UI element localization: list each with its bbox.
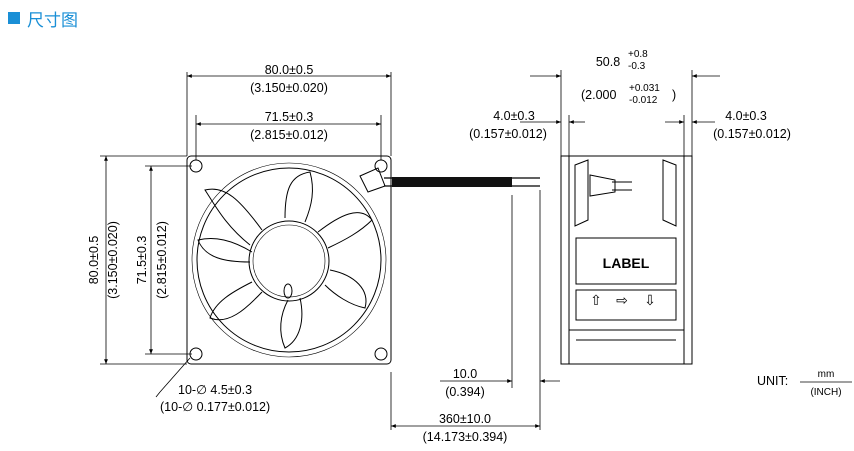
- wire-strip-in: (0.394): [445, 385, 485, 399]
- fan-venturi-circle: [196, 167, 382, 353]
- depth-in: (2.000: [581, 88, 616, 102]
- arrow-right-icon: ⇨: [616, 292, 628, 308]
- hole-size-mm: 10-∅ 4.5±0.3: [178, 383, 252, 397]
- arrow-up-icon: ⇧: [590, 292, 602, 308]
- fan-hub: [248, 220, 330, 302]
- fan-front-view: [186, 155, 392, 365]
- hole-pitch-mm: 71.5±0.3: [265, 110, 314, 124]
- side-label-text: LABEL: [603, 255, 650, 271]
- label-area: [575, 237, 677, 285]
- arrow-down-icon: ⇩: [644, 292, 656, 308]
- units-prefix: UNIT:: [757, 374, 788, 388]
- side-outline: [560, 155, 693, 365]
- lead-wires: [384, 177, 540, 187]
- flange-left-mm: 4.0±0.3: [493, 109, 535, 123]
- fan-venturi-outer: [191, 162, 387, 358]
- square-bullet-icon: [8, 12, 20, 24]
- section-title: 尺寸图: [27, 10, 78, 31]
- units-bottom: (INCH): [810, 387, 841, 398]
- depth-tol-plus-in: +0.031: [629, 83, 660, 94]
- depth-tol-plus-mm: +0.8: [628, 49, 648, 60]
- height-pitch-mm: 71.5±0.3: [135, 236, 149, 285]
- hole-size-in: (10-∅ 0.177±0.012): [160, 400, 270, 414]
- fan-blades: [197, 171, 373, 349]
- mount-hole-bottom-right: [374, 347, 388, 361]
- depth-tol-minus-mm: -0.3: [628, 61, 646, 72]
- flange-left-in: (0.157±0.012): [469, 127, 547, 141]
- depth-tol-minus-in: -0.012: [629, 95, 658, 106]
- units-top: mm: [818, 369, 835, 380]
- fan-side-view: [560, 155, 693, 365]
- hub-drain-slot: [283, 283, 293, 299]
- fan-frame: [186, 155, 392, 365]
- height-outer-mm: 80.0±0.5: [87, 236, 101, 285]
- mount-hole-top-right: [374, 159, 388, 173]
- width-outer-in: (3.150±0.020): [250, 81, 328, 95]
- depth-in-close: ): [672, 88, 676, 102]
- width-outer-mm: 80.0±0.5: [265, 63, 314, 77]
- wire-strip-mm: 10.0: [453, 367, 477, 381]
- flange-right-mm: 4.0±0.3: [725, 109, 767, 123]
- lead-length-mm: 360±10.0: [439, 412, 491, 426]
- section-header: 尺寸图: [8, 6, 78, 31]
- height-outer-in: (3.150±0.020): [106, 221, 120, 299]
- flange-right-in: (0.157±0.012): [713, 127, 791, 141]
- lead-length-in: (14.173±0.394): [423, 430, 508, 444]
- depth-mm: 50.8: [596, 55, 620, 69]
- height-pitch-in: (2.815±0.012): [155, 221, 169, 299]
- hole-pitch-in: (2.815±0.012): [250, 128, 328, 142]
